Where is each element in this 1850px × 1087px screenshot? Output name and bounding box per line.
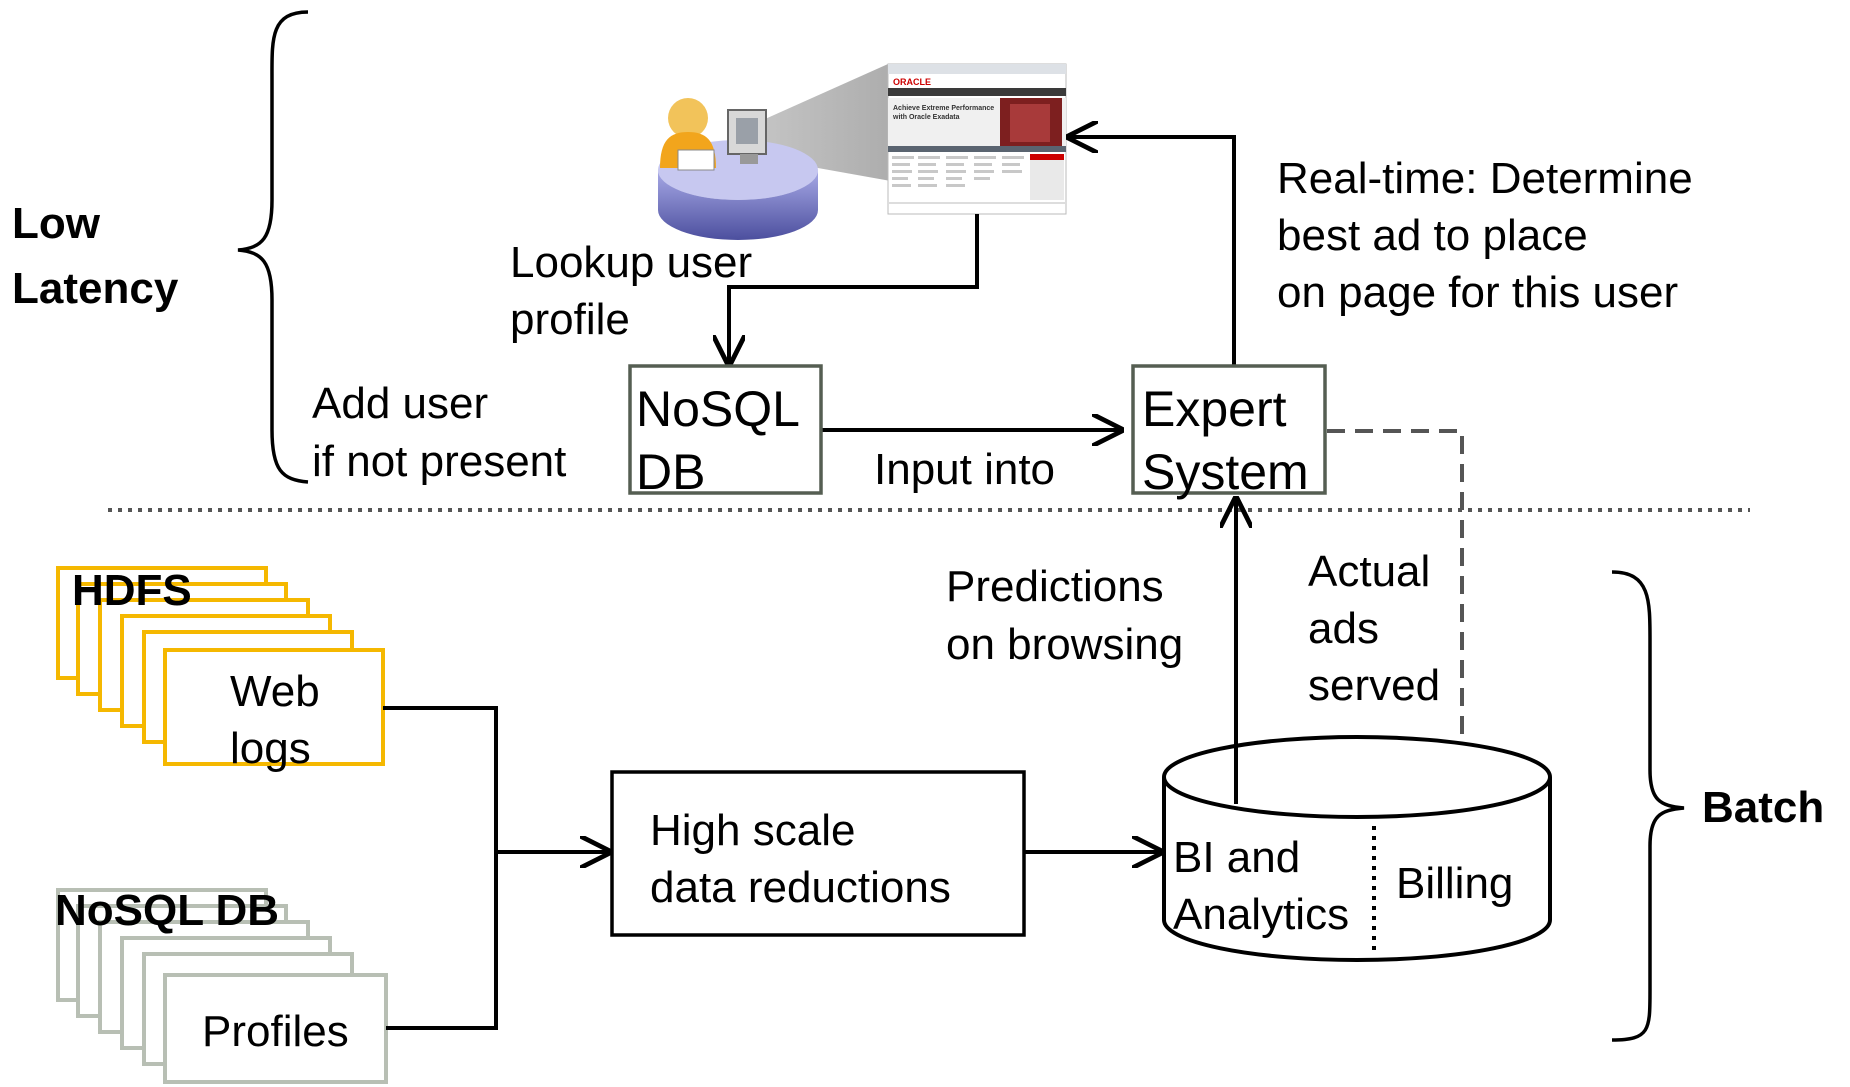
actual-ads-dashed-arrow bbox=[1327, 429, 1462, 838]
data-reductions-node: High scale data reductions bbox=[610, 770, 1026, 937]
realtime-label-line1: Real-time: Determine bbox=[1277, 154, 1693, 203]
nosql-db-label-line2: DB bbox=[636, 444, 705, 500]
add-user-label-line1: Add user bbox=[312, 379, 488, 428]
data-reductions-label-line2: data reductions bbox=[650, 863, 951, 912]
batch-group: Batch bbox=[1611, 570, 1824, 1042]
nosql-profiles-stack bbox=[56, 888, 388, 1084]
input-into-label: Input into bbox=[874, 445, 1055, 494]
web-logs-label-line1: Web bbox=[230, 667, 320, 716]
low-latency-label-line2: Latency bbox=[12, 264, 179, 313]
nosql-db-node: NoSQL DB bbox=[628, 364, 823, 500]
actual-ads-label-line3: served bbox=[1308, 661, 1440, 710]
low-latency-group: Low Latency bbox=[12, 10, 309, 484]
expert-system-node: Expert System bbox=[1131, 364, 1327, 500]
hdfs-title: HDFS bbox=[72, 566, 192, 615]
actual-ads-label-line1: Actual bbox=[1308, 547, 1430, 596]
nosql-db-batch-title: NoSQL DB bbox=[55, 886, 279, 935]
batch-brace bbox=[1611, 570, 1685, 1042]
low-latency-brace bbox=[237, 10, 309, 484]
web-logs-connector bbox=[383, 706, 498, 852]
thumbnail-headline-line1: Achieve Extreme Performance bbox=[893, 105, 994, 112]
realtime-label-line2: best ad to place bbox=[1277, 211, 1588, 260]
expert-system-label-line1: Expert bbox=[1142, 381, 1287, 437]
oracle-logo: ORACLE bbox=[893, 77, 931, 87]
thumbnail-headline-line2: with Oracle Exadata bbox=[892, 114, 960, 121]
profiles-connector bbox=[386, 852, 498, 1030]
bi-analytics-label-line1: BI and bbox=[1173, 833, 1300, 882]
add-user-label-line2: if not present bbox=[312, 437, 566, 486]
low-latency-label-line1: Low bbox=[12, 199, 101, 248]
bi-analytics-label-line2: Analytics bbox=[1173, 890, 1349, 939]
webpage-thumbnail: ORACLE Achieve Extreme Performance with … bbox=[887, 63, 1067, 215]
lookup-profile-arrow bbox=[729, 214, 979, 363]
web-logs-label-line2: logs bbox=[230, 724, 311, 773]
profiles-label: Profiles bbox=[202, 1007, 349, 1056]
hdfs-stack bbox=[56, 566, 385, 766]
predictions-label-line1: Predictions bbox=[946, 562, 1164, 611]
batch-label: Batch bbox=[1702, 783, 1824, 832]
realtime-ad-arrow bbox=[1070, 137, 1236, 366]
billing-label: Billing bbox=[1396, 859, 1513, 908]
actual-ads-label-line2: ads bbox=[1308, 604, 1379, 653]
realtime-label-line3: on page for this user bbox=[1277, 268, 1678, 317]
lookup-profile-label-line2: profile bbox=[510, 295, 630, 344]
expert-system-label-line2: System bbox=[1142, 444, 1309, 500]
bi-analytics-billing-store bbox=[1162, 735, 1552, 962]
nosql-db-label-line1: NoSQL bbox=[636, 381, 800, 437]
lookup-profile-label-line1: Lookup user bbox=[510, 238, 752, 287]
data-reductions-label-line1: High scale bbox=[650, 806, 855, 855]
predictions-label-line2: on browsing bbox=[946, 620, 1183, 669]
